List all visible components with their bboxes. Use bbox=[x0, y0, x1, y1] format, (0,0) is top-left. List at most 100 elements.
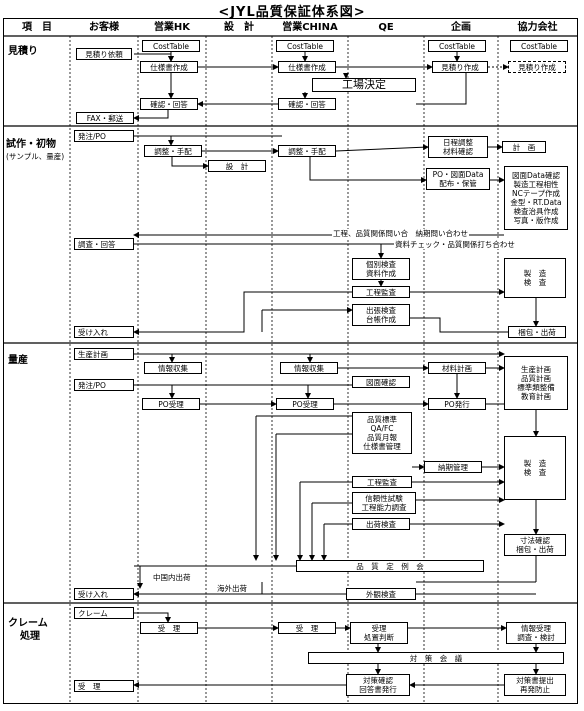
quality-meeting: 品 質 定 例 会 bbox=[296, 560, 484, 572]
supplier-plans-box: 生産計画 品質計画 標準類整備 教育計画 bbox=[504, 356, 568, 410]
supplier-task-5: 検査治具作成 bbox=[513, 207, 559, 216]
confirm-hk: 確認・回答 bbox=[140, 98, 198, 110]
po-drawing-line-2: 配布・保管 bbox=[439, 179, 477, 188]
col-header-sales-china: 営業CHINA bbox=[282, 22, 338, 33]
supplier-tasks-box: 図面Data確認 製造工程相性 NCテープ作成 金型・RT.Data 検査治具作… bbox=[504, 166, 568, 230]
col-header-qe: QE bbox=[378, 22, 394, 33]
section-trial: 試作・初物 bbox=[6, 139, 56, 150]
individual-check-line-2: 資料作成 bbox=[366, 269, 396, 278]
quality-std-line-1: 品質標準 bbox=[367, 415, 397, 424]
info-collect-china: 情報収集 bbox=[280, 362, 338, 374]
accept-qe-line-1: 受理 bbox=[371, 624, 387, 633]
overseas-ship-label: 海外出荷 bbox=[216, 584, 248, 593]
supplier-plan-1: 生産計画 bbox=[521, 365, 551, 374]
costtable-planning: CostTable bbox=[428, 40, 486, 52]
dim-check-line-2: 梱包・出荷 bbox=[516, 545, 554, 554]
process-audit-1: 工程監査 bbox=[352, 286, 410, 298]
accept-china: 受 理 bbox=[278, 622, 336, 634]
costtable-hk: CostTable bbox=[142, 40, 200, 52]
connector-path bbox=[133, 291, 352, 335]
estimate-supplier: 見積り作成 bbox=[508, 61, 566, 73]
po-drawing-line-1: PO・図面Data bbox=[432, 170, 484, 179]
individual-check-box: 個別検査 資料作成 bbox=[352, 258, 410, 280]
spec-china: 仕様書作成 bbox=[278, 61, 336, 73]
section-mass: 量産 bbox=[8, 355, 28, 366]
appearance-check: 外観検査 bbox=[346, 588, 416, 600]
supplier-task-4: 金型・RT.Data bbox=[510, 198, 562, 207]
connector-path bbox=[171, 157, 209, 169]
accept-qe-box: 受理 処置判断 bbox=[350, 622, 408, 644]
fax-mail: FAX・郵送 bbox=[76, 112, 134, 124]
pack-ship-1: 梱包・出荷 bbox=[508, 326, 566, 338]
dimension-check-box: 寸法確認 梱包・出荷 bbox=[504, 534, 566, 556]
cm-submit-box: 対策書提出 再発防止 bbox=[504, 674, 566, 696]
info-accept-line-1: 情報受理 bbox=[521, 624, 551, 633]
outgoing-check-1-box: 出張検査 台帳作成 bbox=[352, 304, 410, 326]
factory-decision: 工場決定 bbox=[312, 78, 416, 92]
material-check-label: 資料チェック・品質関係打ち合わせ bbox=[394, 240, 516, 249]
dim-check-line-1: 寸法確認 bbox=[520, 536, 550, 545]
outgoing-check-2: 出荷検査 bbox=[352, 518, 410, 530]
costtable-supplier: CostTable bbox=[510, 40, 568, 52]
section-claim-2: 処理 bbox=[20, 631, 40, 642]
mfg-inspect-2: 製 造 検 査 bbox=[504, 436, 566, 500]
claim-box: クレーム bbox=[74, 607, 134, 619]
supplier-task-2: 製造工程相性 bbox=[513, 180, 559, 189]
reliability-box: 信頼性試験 工程能力調査 bbox=[352, 492, 416, 514]
section-estimate: 見積り bbox=[8, 46, 38, 57]
design-box: 設 計 bbox=[208, 160, 266, 172]
china-ship-label: 中国内出荷 bbox=[152, 573, 192, 582]
col-header-customer: お客様 bbox=[89, 22, 119, 33]
spec-hk: 仕様書作成 bbox=[140, 61, 198, 73]
estimate-request: 見積り依頼 bbox=[76, 48, 132, 60]
col-header-planning: 企画 bbox=[451, 22, 471, 33]
connector bbox=[335, 144, 429, 152]
supplier-plan-2: 品質計画 bbox=[521, 374, 551, 383]
supplier-task-1: 図面Data確認 bbox=[512, 171, 560, 180]
col-header-supplier: 協力会社 bbox=[517, 22, 558, 33]
schedule-line-1: 日程調整 bbox=[443, 138, 473, 147]
cm-submit-line-1: 対策書提出 bbox=[516, 676, 554, 685]
inquiry-label: 工程、品質関係問い合 納期問い合わせ bbox=[332, 229, 469, 238]
order-po-trial: 発注/PO bbox=[74, 130, 134, 142]
outgoing1-line-1: 出張検査 bbox=[366, 306, 396, 315]
drawing-check: 図面確認 bbox=[352, 376, 410, 388]
po-drawing-box: PO・図面Data 配布・保管 bbox=[426, 168, 490, 190]
po-receipt-hk: PO受理 bbox=[142, 398, 200, 410]
estimate-planning: 見積り作成 bbox=[432, 61, 488, 73]
production-plan: 生産計画 bbox=[74, 348, 134, 360]
reliability-line-2: 工程能力調査 bbox=[361, 503, 407, 512]
col-header-sales-hk: 営業HK bbox=[153, 22, 191, 33]
costtable-china: CostTable bbox=[276, 40, 334, 52]
quality-standard-box: 品質標準 QA/FC 品質月報 仕様書管理 bbox=[352, 412, 412, 454]
countermeasure-meeting: 対 策 会 議 bbox=[308, 652, 564, 664]
quality-std-line-3: 品質月報 bbox=[367, 433, 397, 442]
section-trial-sub: (サンプル、量産) bbox=[6, 152, 65, 161]
arrange-hk: 調整・手配 bbox=[144, 145, 202, 157]
page-title: <JYL品質保証体系図> bbox=[218, 5, 366, 20]
col-header-design: 設 計 bbox=[224, 22, 254, 33]
connector-path bbox=[134, 612, 171, 623]
cm-confirm-line-2: 回答書発行 bbox=[359, 685, 397, 694]
mfg1-line-2: 検 査 bbox=[523, 278, 547, 287]
supplier-plan-3: 標準類整備 bbox=[517, 383, 555, 392]
material-plan: 材料計画 bbox=[428, 362, 486, 374]
cm-confirm-line-1: 対策確認 bbox=[363, 676, 393, 685]
connector-path bbox=[410, 317, 508, 333]
cm-confirm-box: 対策確認 回答書発行 bbox=[346, 674, 410, 696]
mfg1-line-1: 製 造 bbox=[523, 269, 547, 278]
quality-std-line-4: 仕様書管理 bbox=[363, 442, 401, 451]
cm-submit-line-2: 再発防止 bbox=[520, 685, 550, 694]
col-header-item: 項 目 bbox=[22, 22, 52, 33]
accept-hk: 受 理 bbox=[140, 622, 198, 634]
delivery-management: 納期管理 bbox=[424, 461, 482, 473]
supplier-task-6: 写真・版作成 bbox=[513, 216, 559, 225]
connector-path bbox=[134, 135, 174, 146]
receive-2: 受け入れ bbox=[74, 588, 134, 600]
check-reply: 調査・回答 bbox=[74, 238, 134, 250]
info-collect-hk: 情報収集 bbox=[144, 362, 202, 374]
po-issue: PO発行 bbox=[428, 398, 486, 410]
confirm-china: 確認・回答 bbox=[278, 98, 336, 110]
individual-check-line-1: 個別検査 bbox=[366, 260, 396, 269]
reliability-line-1: 信頼性試験 bbox=[365, 494, 403, 503]
